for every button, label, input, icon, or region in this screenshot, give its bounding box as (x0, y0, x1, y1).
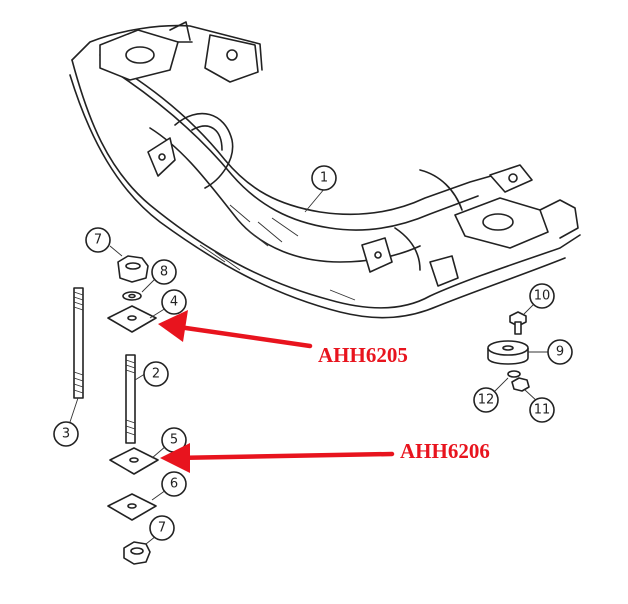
svg-text:5: 5 (170, 433, 178, 448)
callout-label-upper: AHH6205 (318, 343, 408, 367)
part-number-9: 9 (547, 339, 573, 365)
washer-right (493, 370, 521, 393)
callout-label-lower: AHH6206 (400, 439, 490, 463)
part-number-12: 12 (473, 387, 499, 413)
pad-lower (107, 489, 167, 521)
part-number-10: 10 (529, 283, 555, 309)
svg-text:2: 2 (152, 367, 160, 382)
svg-text:11: 11 (534, 403, 551, 418)
svg-text:1: 1 (320, 171, 328, 186)
nut-upper (109, 245, 149, 283)
svg-text:7: 7 (158, 521, 166, 536)
callout-arrow-lower (160, 443, 395, 473)
svg-text:4: 4 (170, 295, 178, 310)
part-number-4: 4 (161, 289, 187, 315)
pad-middle (109, 445, 167, 475)
nut-right (511, 377, 539, 403)
part-number-6: 6 (161, 471, 187, 497)
part-number-2: 2 (143, 361, 169, 387)
rubber-mount (487, 340, 548, 365)
svg-text:8: 8 (160, 265, 168, 280)
washer (122, 277, 157, 301)
pad-upper (107, 305, 167, 333)
right-hardware-drawing (487, 301, 548, 403)
part-number-8: 8 (151, 259, 177, 285)
part-number-3: 3 (53, 421, 79, 447)
svg-text:10: 10 (534, 289, 551, 304)
subframe-drawing (69, 21, 581, 319)
left-hardware-drawing (69, 245, 167, 565)
svg-text:6: 6 (170, 477, 178, 492)
short-stud (125, 354, 149, 444)
bolt (509, 301, 537, 335)
svg-text:3: 3 (62, 427, 70, 442)
long-stud (69, 287, 84, 423)
svg-text:7: 7 (94, 233, 102, 248)
part-number-1: 1 (311, 165, 337, 191)
part-number-7-upper: 7 (85, 227, 111, 253)
svg-text:9: 9 (556, 345, 564, 360)
callout-arrow-upper (158, 310, 313, 349)
svg-text:12: 12 (478, 393, 495, 408)
part-number-7-lower: 7 (149, 515, 175, 541)
part-number-11: 11 (529, 397, 555, 423)
nut-lower (123, 535, 157, 565)
